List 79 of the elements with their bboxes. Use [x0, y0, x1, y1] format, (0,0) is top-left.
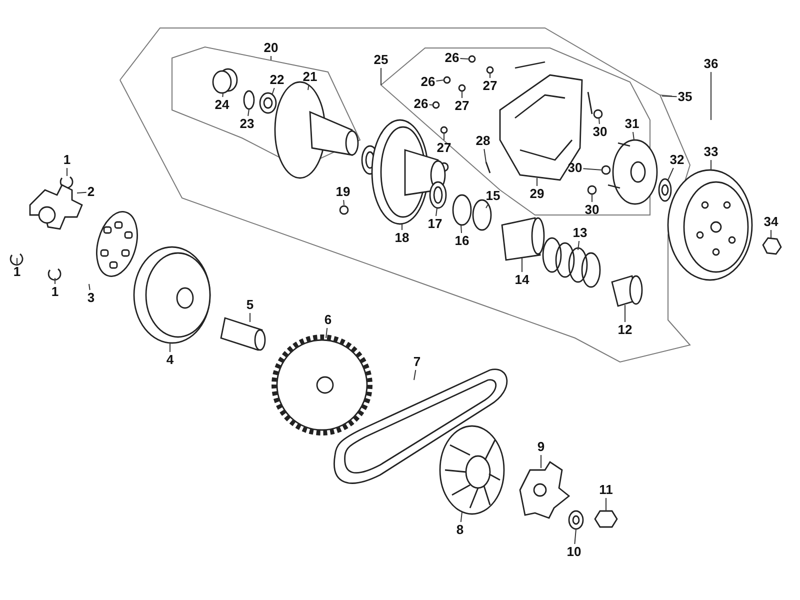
leader-line	[414, 370, 416, 380]
leader-line	[578, 240, 580, 250]
leader-line	[536, 178, 538, 186]
leader-line	[460, 58, 470, 60]
leader-line	[76, 192, 87, 194]
callout-number: 36	[704, 57, 718, 71]
leader-line	[54, 278, 56, 284]
callout-number: 29	[530, 187, 544, 201]
leader-line	[16, 258, 18, 264]
callout-number: 18	[394, 231, 410, 245]
callout-number: 13	[572, 226, 588, 240]
callout-number: 17	[428, 217, 442, 231]
callout-number: 16	[454, 234, 470, 248]
callout-number: 5	[246, 298, 254, 312]
leader-line	[460, 224, 462, 234]
leader-line	[272, 88, 275, 96]
callout-number: 25	[374, 53, 388, 67]
callout-number: 1	[51, 285, 59, 299]
callout-number: 27	[454, 99, 470, 113]
leader-line	[710, 72, 712, 120]
leader-line	[540, 454, 542, 468]
leader-line	[343, 200, 344, 206]
callout-number: 24	[214, 98, 230, 112]
leader-line	[380, 68, 382, 86]
callout-number: 2	[87, 185, 95, 199]
leader-line	[662, 96, 678, 98]
callout-number: 15	[486, 189, 500, 203]
callout-number: 7	[413, 355, 421, 369]
callout-number: 8	[456, 523, 464, 537]
leader-line	[598, 118, 600, 124]
leader-line	[308, 84, 310, 90]
leader-line	[484, 148, 486, 162]
callout-number: 1	[63, 153, 71, 167]
leader-line	[486, 204, 489, 208]
leader-line	[436, 208, 438, 216]
callout-number: 20	[264, 41, 278, 55]
callout-number: 27	[436, 141, 452, 155]
callout-number: 4	[166, 353, 174, 367]
callout-number: 30	[568, 161, 582, 175]
leader-line	[436, 80, 444, 82]
callout-number: 6	[324, 313, 332, 327]
callout-number: 30	[584, 203, 600, 217]
leader-line	[624, 304, 626, 322]
callout-number: 3	[87, 291, 95, 305]
callout-number: 34	[764, 215, 778, 229]
callout-number: 35	[678, 90, 692, 104]
leader-line	[326, 328, 328, 338]
callout-number: 33	[704, 145, 718, 159]
leader-line	[668, 168, 674, 180]
leader-line	[582, 168, 602, 170]
leader-line	[574, 528, 576, 544]
callout-number: 26	[420, 75, 436, 89]
callout-number: 22	[270, 73, 284, 87]
leader-line	[710, 160, 712, 170]
leader-line	[770, 230, 772, 238]
callout-number: 1	[13, 265, 21, 279]
callout-number: 9	[537, 440, 545, 454]
leader-line	[270, 56, 272, 60]
leader-line	[222, 92, 224, 98]
callout-number: 28	[476, 134, 490, 148]
callout-number: 10	[566, 545, 582, 559]
callout-number: 32	[670, 153, 684, 167]
callout-number: 12	[618, 323, 632, 337]
callout-number: 23	[240, 117, 254, 131]
leader-line	[66, 168, 68, 176]
leader-line	[428, 104, 434, 106]
callout-number: 26	[444, 51, 460, 65]
callout-number: 31	[624, 117, 640, 131]
callout-number: 26	[414, 97, 428, 111]
leader-line	[632, 132, 634, 140]
callout-number: 19	[336, 185, 350, 199]
callout-number: 11	[599, 483, 613, 497]
callout-number: 27	[482, 79, 498, 93]
callout-number: 14	[514, 273, 530, 287]
leader-line	[248, 108, 250, 116]
leader-line	[460, 512, 462, 522]
callout-number: 21	[302, 70, 318, 84]
callout-number: 30	[592, 125, 608, 139]
leader-line	[88, 284, 90, 290]
